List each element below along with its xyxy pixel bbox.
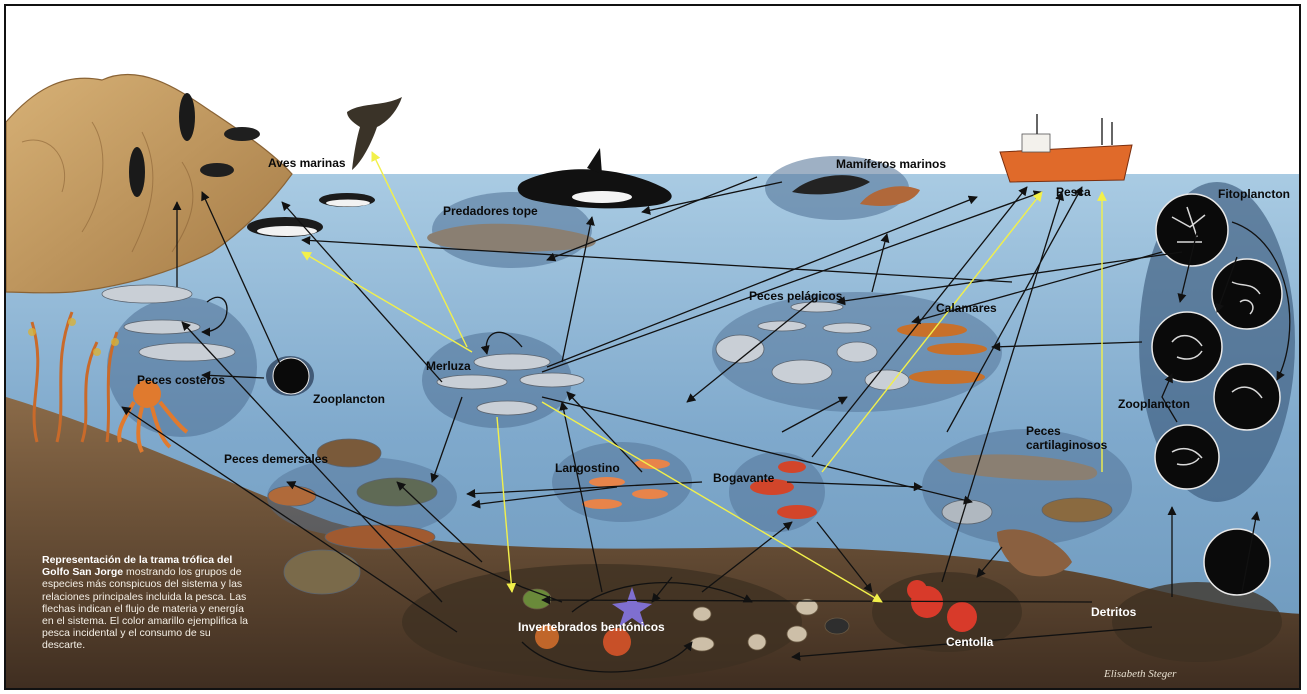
- label-invertebrados-bentonicos: Invertebrados bentónicos: [518, 620, 665, 634]
- label-detritos: Detritos: [1091, 605, 1136, 619]
- label-mamiferos-marinos: Mamíferos marinos: [836, 157, 946, 171]
- label-peces-pelagicos: Peces pelágicos: [749, 289, 842, 303]
- label-merluza: Merluza: [426, 359, 471, 373]
- label-calamares: Calamares: [936, 301, 997, 315]
- caption-text: mostrando los grupos de especies más con…: [42, 566, 248, 651]
- label-langostino: Langostino: [555, 461, 620, 475]
- figure-frame: Aves marinas Mamíferos marinos Predadore…: [4, 4, 1301, 690]
- label-centolla: Centolla: [946, 635, 993, 649]
- label-zooplancton-right: Zooplancton: [1118, 397, 1190, 411]
- label-peces-demersales: Peces demersales: [224, 452, 328, 466]
- label-pesca: Pesca: [1056, 185, 1091, 199]
- group-area-peces-costeros: [107, 297, 257, 437]
- label-zooplancton-left: Zooplancton: [313, 392, 385, 406]
- label-peces-costeros: Peces costeros: [137, 373, 225, 387]
- label-predadores-tope: Predadores tope: [443, 204, 538, 218]
- label-peces-cartilaginosos: Peces cartilaginosos: [1026, 424, 1101, 452]
- artist-signature: Elisabeth Steger: [1104, 668, 1176, 680]
- figure-caption: Representación de la trama trófica del G…: [42, 554, 250, 652]
- fishing-boat-icon: [1000, 114, 1132, 182]
- label-fitoplancton: Fitoplancton: [1218, 187, 1290, 201]
- label-aves-marinas: Aves marinas: [268, 156, 346, 170]
- group-area-detritos: [1112, 582, 1282, 662]
- label-bogavante: Bogavante: [713, 471, 774, 485]
